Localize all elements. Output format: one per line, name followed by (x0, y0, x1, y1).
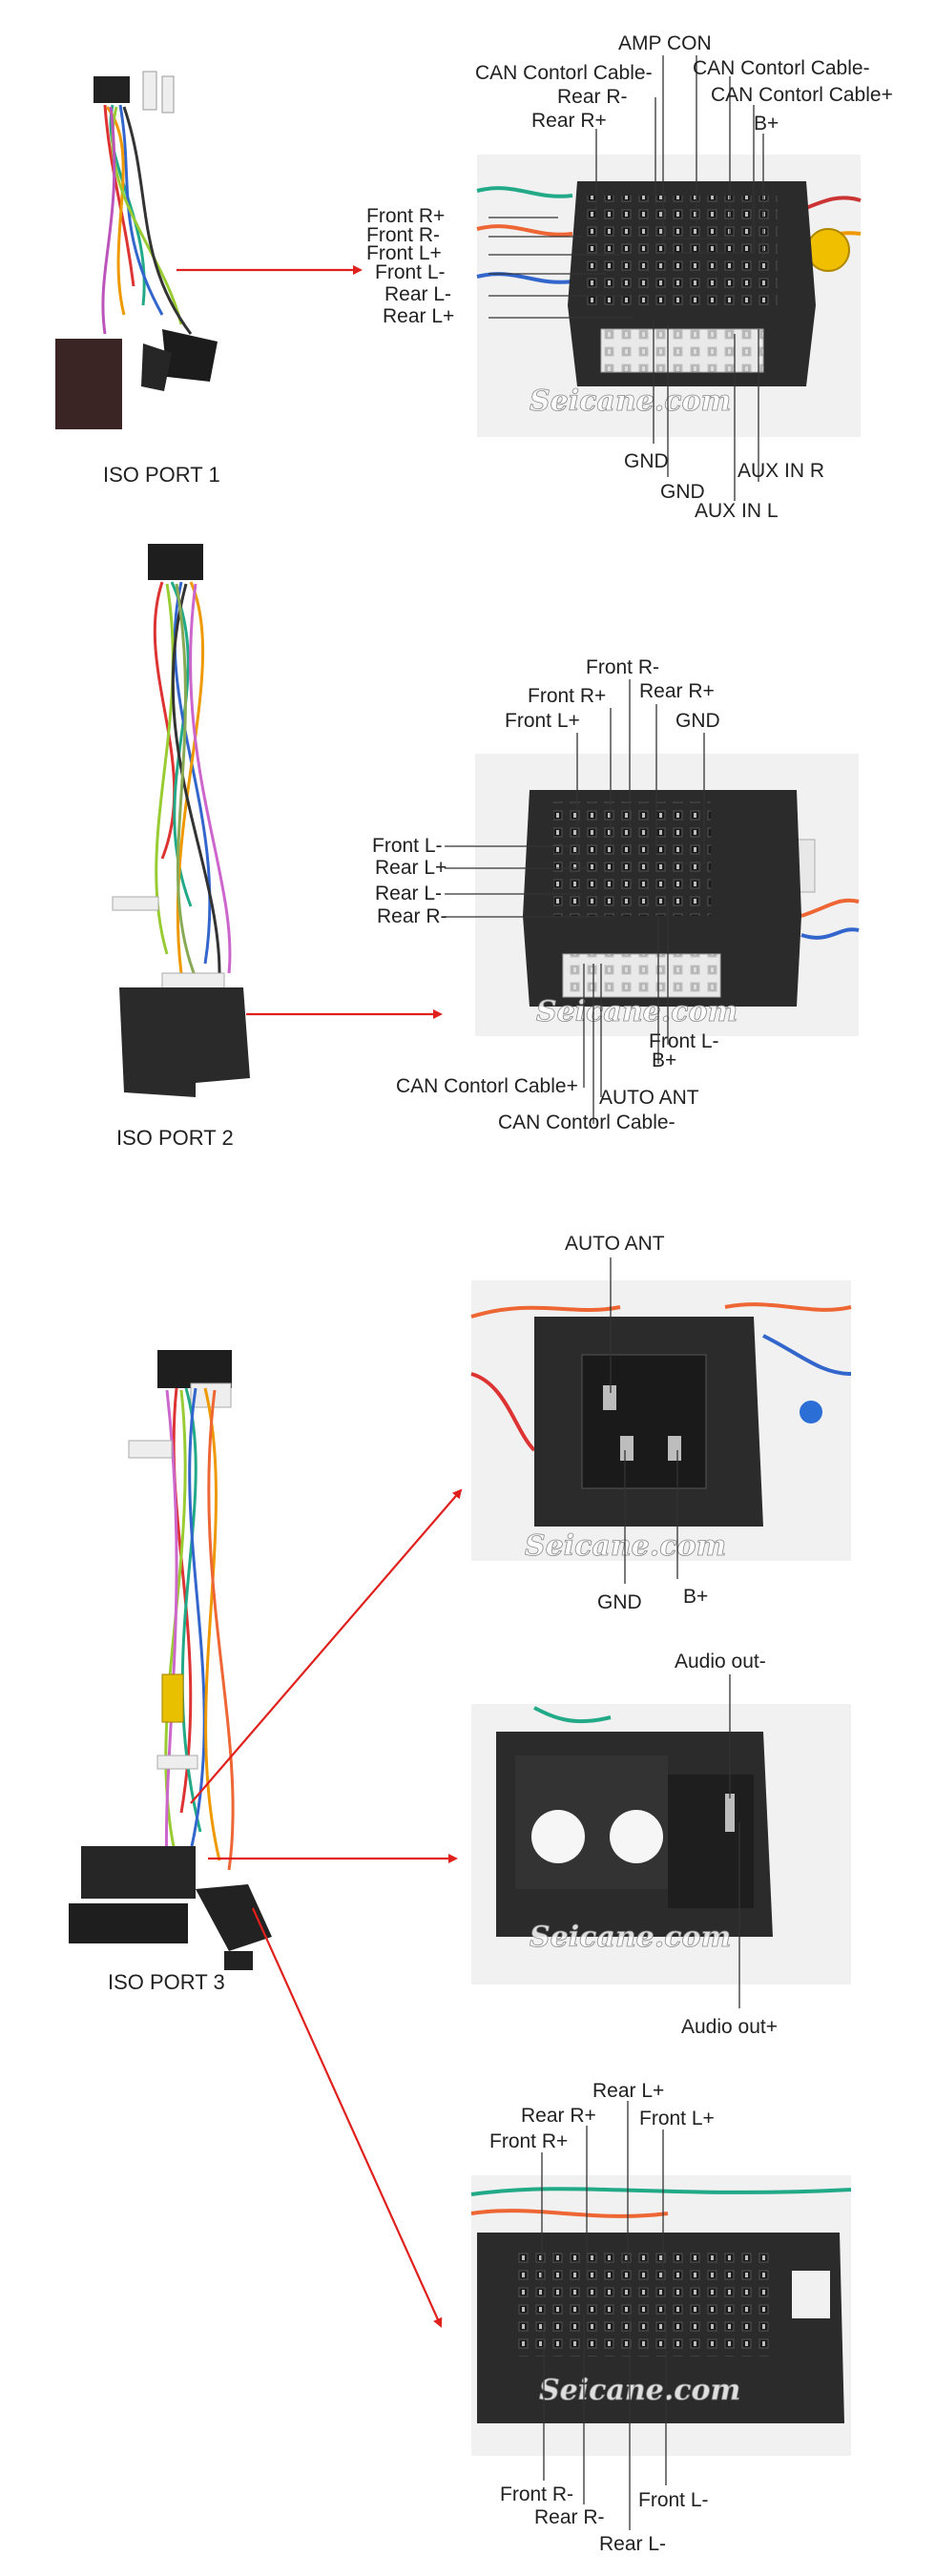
port2-label-front-l-minus: Front L- (372, 835, 443, 857)
port3-speaker-leader-lines (541, 2101, 667, 2530)
port2-watermark: Seicane.com (536, 995, 738, 1028)
port3-speaker-connector-image (470, 2175, 852, 2456)
port2-label-front-l-plus: Front L+ (505, 710, 580, 732)
port3-label-front-r-plus: Front R+ (489, 2130, 568, 2152)
port2-connector-image (475, 754, 860, 1036)
port3-arrow-antenna (190, 1488, 463, 1804)
port2-label-rear-l-plus: Rear L+ (375, 857, 447, 879)
port1-section: ISO PORT 1 Seicane.com (55, 32, 893, 522)
port3-audio-watermark: Seicane.com (530, 1921, 731, 1954)
port1-watermark: Seicane.com (530, 384, 731, 418)
port2-caption: ISO PORT 2 (116, 1126, 234, 1150)
port3-label-auto-ant: AUTO ANT (565, 1233, 665, 1255)
port3-label-rear-r-plus: Rear R+ (521, 2105, 596, 2127)
port1-label-gnd-1: GND (624, 450, 669, 472)
port3-label-b-plus: B+ (683, 1586, 708, 1608)
port2-label-front-l-minus-bottom: Front L- (649, 1030, 719, 1052)
port3-caption: ISO PORT 3 (108, 1970, 225, 1994)
port1-label-can-plus: CAN Contorl Cable+ (711, 84, 893, 106)
port1-caption: ISO PORT 1 (103, 463, 220, 487)
port2-label-can-minus: CAN Contorl Cable- (498, 1111, 675, 1133)
port3-label-rear-l-minus: Rear L- (599, 2533, 666, 2555)
port1-label-amp-con: AMP CON (618, 32, 712, 54)
port1-leader-lines (488, 55, 764, 501)
port1-label-can-minus-left: CAN Contorl Cable- (475, 62, 653, 84)
port3-audio-connector-image (471, 1704, 851, 1984)
port3-arrow-speaker (251, 1907, 443, 2328)
port3-antenna-connector-image (470, 1280, 852, 1561)
port1-label-b-plus: B+ (754, 113, 779, 135)
port1-label-gnd-2: GND (660, 481, 705, 503)
port2-label-gnd: GND (675, 710, 720, 732)
port1-label-aux-in-l: AUX IN L (695, 500, 779, 522)
port3-label-audio-out-minus: Audio out- (675, 1651, 766, 1672)
port1-harness-image (55, 71, 218, 429)
port3-antenna-leader-lines (610, 1257, 678, 1584)
port2-leader-lines (445, 679, 705, 1124)
port2-label-rear-r-plus: Rear R+ (639, 680, 715, 702)
port2-label-auto-ant: AUTO ANT (599, 1087, 699, 1109)
port3-section: ISO PORT 3 Seicane.com AUTO AN (69, 1233, 852, 2555)
port1-label-front-r-minus: Front R- (366, 224, 440, 246)
port1-label-rear-l-minus: Rear L- (384, 283, 451, 305)
port2-label-can-plus: CAN Contorl Cable+ (396, 1075, 578, 1097)
port1-label-front-l-plus: Front L+ (366, 242, 442, 264)
port1-label-rear-l-plus: Rear L+ (383, 305, 454, 327)
port2-label-front-r-plus: Front R+ (528, 685, 606, 707)
port1-label-front-r-plus: Front R+ (366, 205, 445, 227)
port3-label-audio-out-plus: Audio out+ (681, 2016, 778, 2038)
port3-audio-leader-lines (729, 1674, 740, 2008)
port3-harness-image (69, 1350, 272, 1970)
port2-label-b-plus: B+ (652, 1049, 676, 1071)
port2-label-rear-r-minus: Rear R- (377, 905, 447, 927)
port2-label-rear-l-minus: Rear L- (375, 883, 442, 904)
port1-label-can-minus-right: CAN Contorl Cable- (693, 57, 870, 79)
port3-label-rear-l-plus: Rear L+ (592, 2080, 664, 2102)
port2-section: ISO PORT 2 Seicane.com (112, 544, 860, 1150)
port3-label-front-r-minus: Front R- (500, 2483, 573, 2505)
port1-label-front-l-minus: Front L- (375, 261, 446, 283)
port3-speaker-watermark: Seicane.com (539, 2374, 740, 2407)
port1-label-rear-r-minus: Rear R- (557, 86, 628, 108)
port3-label-rear-r-minus: Rear R- (534, 2506, 605, 2528)
port2-label-front-r-minus: Front R- (586, 656, 659, 678)
port3-label-gnd: GND (597, 1591, 642, 1613)
port1-label-aux-in-r: AUX IN R (738, 460, 824, 482)
port3-label-front-l-minus: Front L- (638, 2489, 709, 2511)
port2-harness-image (112, 544, 250, 1097)
port3-label-front-l-plus: Front L+ (639, 2108, 715, 2129)
port1-label-rear-r-plus: Rear R+ (531, 110, 607, 132)
